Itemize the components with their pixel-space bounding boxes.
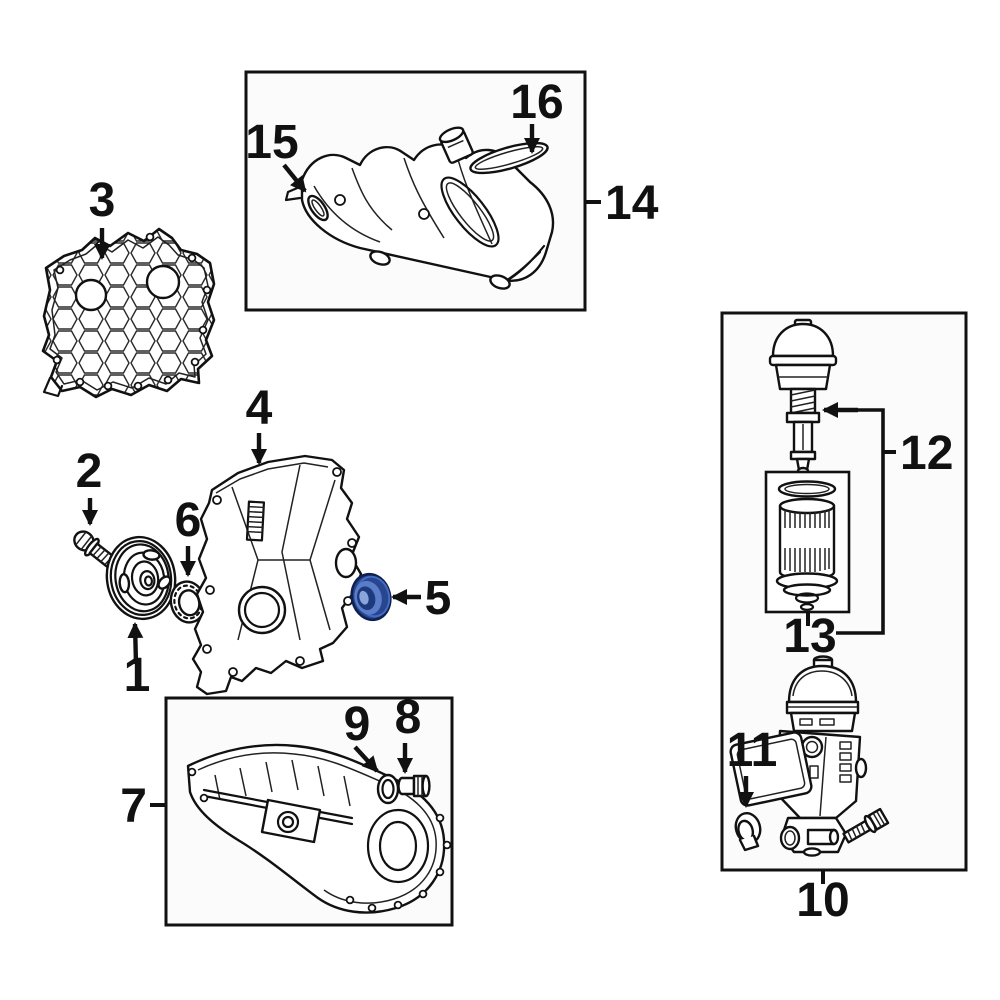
callout-labels: 1 2 3 4 5 6 7 8 9 10 11 12 13 14 15 16	[76, 76, 954, 927]
callout-label-14: 14	[605, 177, 659, 230]
oil-pan-box-group	[164, 696, 454, 927]
manifold-port-ring	[440, 176, 500, 248]
callout-label-9: 9	[344, 698, 371, 751]
intake-manifold-box-group	[244, 70, 587, 312]
part-gasket-15	[307, 194, 329, 222]
callout-label-16: 16	[510, 76, 563, 129]
callout-label-8: 8	[395, 691, 422, 744]
callout-bracket-12	[836, 408, 885, 635]
part-valve-12	[768, 318, 838, 476]
part-housing-bolt	[842, 807, 890, 844]
part-seal-5-highlighted	[350, 572, 392, 622]
cover-vent-grid	[245, 500, 266, 542]
oil-filter-box-group	[720, 311, 968, 872]
part-timing-cover	[191, 454, 363, 696]
part-filter-housing	[729, 655, 868, 857]
part-camshaft-plate	[41, 227, 216, 399]
part-drain-plug-8	[397, 774, 431, 798]
callout-label-5: 5	[425, 572, 452, 625]
callout-label-6: 6	[175, 494, 202, 547]
callout-label-12: 12	[900, 427, 953, 480]
callout-leaders	[82, 124, 896, 884]
callout-label-10: 10	[796, 874, 849, 927]
callout-arrow-15	[282, 163, 307, 193]
part-seal-6	[169, 580, 207, 624]
callout-arrow-9	[353, 745, 379, 773]
oil-cooler-block	[729, 731, 813, 807]
plate-bore-left	[74, 278, 108, 312]
part-intake-manifold	[284, 126, 555, 290]
callout-label-2: 2	[76, 445, 103, 498]
callout-arrow-1	[127, 622, 144, 665]
plate-bore-right	[145, 264, 181, 300]
callout-label-7: 7	[120, 780, 147, 833]
callout-label-4: 4	[246, 382, 273, 435]
callout-label-15: 15	[245, 116, 298, 169]
callout-label-11: 11	[727, 724, 778, 777]
part-clamp-11	[734, 811, 762, 852]
part-oring-9	[376, 773, 400, 805]
throttle-stub	[438, 126, 474, 164]
part-crankshaft-pulley	[105, 535, 177, 621]
callout-label-3: 3	[89, 174, 116, 227]
part-filter-kit-13	[775, 480, 839, 611]
callout-label-13: 13	[783, 610, 836, 663]
callout-label-1: 1	[124, 649, 151, 702]
